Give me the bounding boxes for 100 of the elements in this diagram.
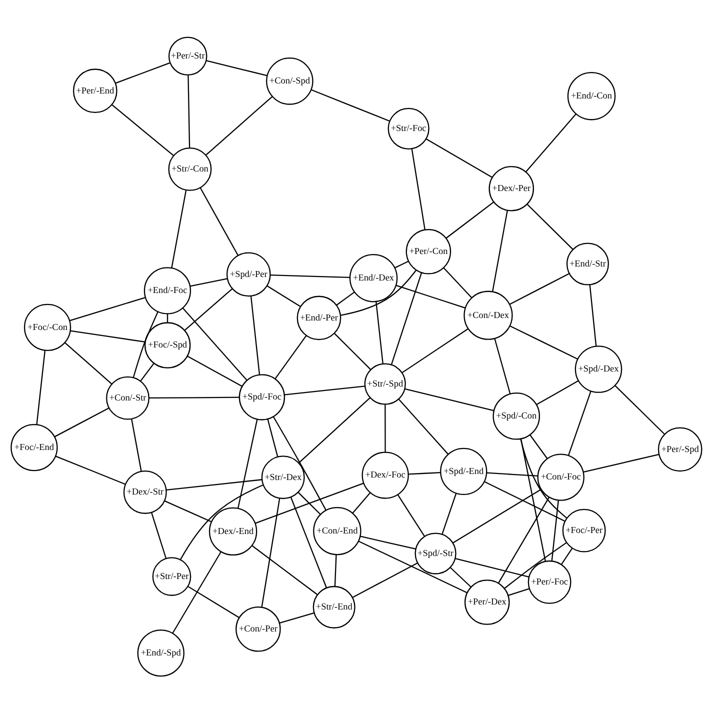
connector [614,385,665,434]
connector [504,542,567,589]
connector [266,285,301,308]
connector [336,292,354,306]
connector [188,586,240,618]
node-circle: +Con/-Str [106,376,150,420]
node-circle: +Con/-Foc [537,454,584,501]
connector [200,187,238,256]
node-circle: +Dex/-End [208,507,258,556]
connector [411,148,426,230]
node-circle: +Con/-Per [236,606,281,652]
connector [54,408,110,438]
connector [384,404,386,452]
connector [261,498,280,608]
connector [498,496,550,584]
connector [360,536,416,550]
connector [536,380,578,406]
connector [510,273,570,305]
connector [396,284,466,308]
connector [255,482,364,524]
connector [64,342,112,384]
connector [404,388,494,412]
connector [132,311,158,378]
connector [112,104,174,156]
connector [274,335,307,380]
node-circle: +Foc/-Per [562,508,606,552]
connector [250,296,260,375]
connector [510,326,578,360]
node-circle: +Foc/-End [10,424,58,472]
connector [402,328,468,374]
node-circle: +Str/-Per [152,557,192,596]
connector [568,391,592,456]
connector [182,307,248,381]
connector [376,302,384,364]
node-circle: +Con/-Spd [266,58,314,105]
node-circle: +Dex/-Str [123,470,167,514]
connector [184,288,233,331]
connector [190,278,228,287]
connector [583,454,660,473]
connector [290,496,327,588]
node-circle: +Con/-End [313,506,362,556]
connector [131,418,142,472]
node-circle: +Per/-Dex [464,580,510,625]
node-circle: +Spd/-End [440,448,488,496]
connector [284,386,365,396]
connector [397,494,425,537]
connector [530,434,548,459]
connector [298,492,321,515]
node-circle: +Str/-Spd [364,363,406,405]
node-circle: +Con/-Dex [464,290,513,340]
connector [526,204,574,250]
connector [525,114,576,172]
node-circle: +End/-Con [567,72,616,120]
connector [238,419,258,508]
connector [164,500,212,522]
node-circle: +Per/-Foc [528,560,572,604]
connector [452,488,542,544]
connector [206,96,272,156]
connector [398,398,449,455]
connector [36,350,46,425]
node-circle: +Per/-Spd [658,427,702,472]
connector [115,62,170,84]
connector [484,481,566,522]
connector [442,493,457,534]
connector [150,512,167,558]
connector [166,479,262,491]
connector [298,398,370,464]
connector [408,472,441,475]
node-circle: +Per/-Con [406,228,452,274]
node-circle: +Spd/-Dex [574,346,622,393]
node-circle: +Dex/-Per [488,166,534,212]
connector [520,438,568,518]
connector [188,75,190,148]
node-circle: +End/-Foc [144,267,192,314]
connector [340,270,417,316]
connector [358,540,468,594]
connector [508,588,530,596]
connector [446,202,494,239]
node-circle: +End/-Dex [349,254,398,302]
node-circle: +Str/-Foc [388,108,430,150]
connector [551,500,559,561]
node-circle: +Per/-End [72,68,118,114]
node-circle: +Foc/-Spd [144,322,191,368]
connector [149,396,240,399]
connector [206,60,267,76]
node-circle: +Str/-Dex [261,456,305,500]
connector [279,612,314,624]
connector [352,562,418,598]
connector [352,492,371,514]
connector [70,330,146,343]
connector [140,362,154,382]
node-circle: +Spd/-Foc [238,374,286,420]
node-circle: +Str/-Con [168,147,212,191]
connector [267,418,278,457]
connector [180,484,264,560]
connector [334,554,337,586]
connector [520,439,546,562]
connector [55,456,126,485]
node-circle: +Dex/-Foc [362,452,409,499]
connector [270,274,350,278]
